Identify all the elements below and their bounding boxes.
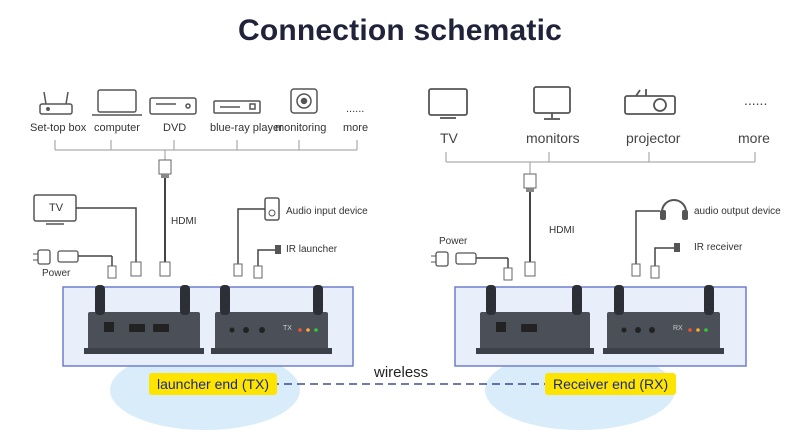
left-power-label: Power bbox=[42, 268, 71, 279]
power-plug-icon-right bbox=[431, 251, 513, 281]
left-source-bracket bbox=[54, 140, 358, 151]
monitoring-icon bbox=[290, 88, 318, 114]
tx-panel-text: TX bbox=[283, 325, 292, 332]
right-hdmi-label: HDMI bbox=[549, 225, 575, 236]
source-label-dvd: DVD bbox=[163, 122, 187, 134]
right-more-dots: ...... bbox=[744, 92, 768, 108]
display-label-monitors: monitors bbox=[526, 130, 580, 146]
monitors-icon bbox=[533, 86, 571, 120]
rx-panel-text: RX bbox=[673, 325, 683, 332]
projector-icon bbox=[624, 89, 676, 115]
tv-icon-right bbox=[428, 88, 468, 119]
power-plug-icon-left bbox=[33, 249, 117, 279]
audio-output-label: audio output device bbox=[694, 206, 781, 217]
dvd-icon bbox=[149, 97, 197, 115]
left-hdmi-label: HDMI bbox=[171, 216, 197, 227]
rx-unit-1 bbox=[476, 285, 594, 354]
left-tv-label: TV bbox=[49, 202, 64, 214]
audio-input-label: Audio input device bbox=[286, 206, 368, 217]
hdmi-cable-left bbox=[158, 150, 172, 277]
display-label-tv: TV bbox=[440, 130, 458, 146]
source-label-set-top-box: Set-top box bbox=[30, 122, 87, 134]
ir-receiver-icon bbox=[650, 243, 680, 279]
ir-receiver-label: IR receiver bbox=[694, 242, 743, 253]
set-top-box-icon bbox=[39, 91, 73, 115]
tv-icon-left bbox=[33, 194, 142, 277]
rx-end-label: Receiver end (RX) bbox=[545, 373, 677, 395]
wireless-label: wireless bbox=[374, 364, 429, 381]
blue-ray-player-icon bbox=[213, 100, 261, 114]
display-label-projector: projector bbox=[626, 130, 681, 146]
source-label-more: more bbox=[343, 122, 369, 134]
hdmi-cable-right bbox=[523, 162, 537, 277]
computer-icon bbox=[92, 89, 142, 116]
display-label-more: more bbox=[738, 130, 770, 146]
ir-launcher-label: IR launcher bbox=[286, 244, 338, 255]
headphones-icon bbox=[631, 199, 688, 277]
left-more-dots: ...... bbox=[346, 103, 365, 115]
tx-unit-2 bbox=[211, 285, 332, 354]
source-label-monitoring: monitoring bbox=[275, 122, 327, 134]
right-display-bracket bbox=[445, 152, 756, 163]
audio-input-device-icon bbox=[233, 197, 280, 277]
tx-unit-1 bbox=[84, 285, 204, 354]
rx-unit-2 bbox=[603, 285, 724, 354]
right-power-label: Power bbox=[439, 236, 468, 247]
ir-launcher-icon bbox=[253, 245, 281, 279]
page-title: Connection schematic bbox=[237, 14, 563, 47]
source-label-computer: computer bbox=[94, 122, 140, 134]
source-label-blue-ray-player: blue-ray player bbox=[210, 122, 283, 134]
tx-end-label: launcher end (TX) bbox=[149, 373, 278, 395]
